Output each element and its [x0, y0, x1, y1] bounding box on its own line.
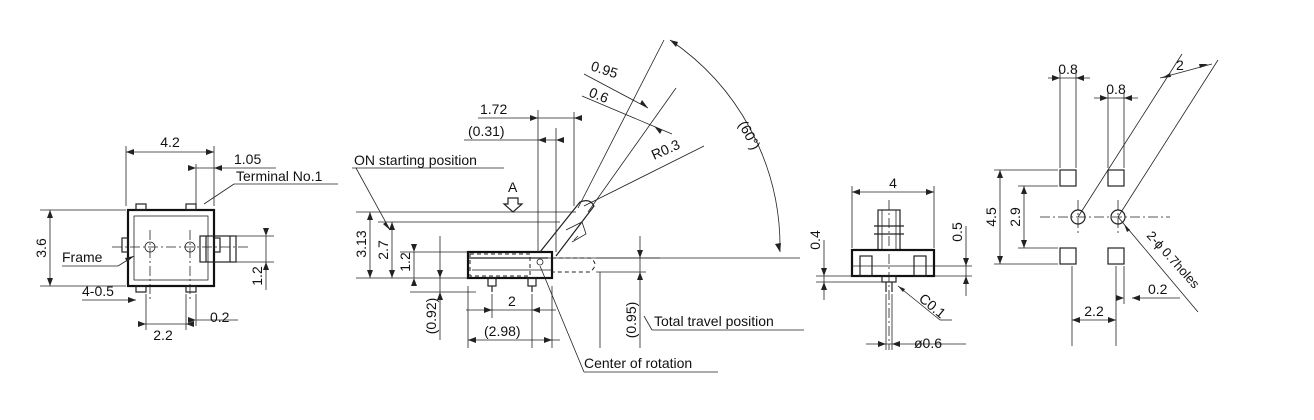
pcb-dim-22: 2.2	[1084, 303, 1104, 319]
dim-06: 0.6	[587, 84, 611, 106]
front-body	[112, 203, 250, 300]
dim-313: 3.13	[353, 230, 369, 257]
dim-095-lower: (0.95)	[623, 302, 639, 339]
radius-label: R0.3	[649, 136, 683, 163]
side-dimensions: ON starting position A 1.72 (0.31)	[352, 39, 804, 373]
slant-dim: 2	[1176, 57, 1184, 73]
on-position-label: ON starting position	[354, 152, 477, 168]
end-view: 4 0.4 0.5 C0.1 ø0.6	[807, 175, 972, 351]
dim-095: 0.95	[589, 58, 620, 82]
dim-04: 0.4	[807, 230, 823, 250]
dim-27: 2.7	[375, 240, 391, 260]
pcb-pitch-v: 2.9	[1007, 207, 1023, 227]
front-view: 4.2 1.05 Terminal No.1 3.6 Frame 4-0.5	[33, 134, 338, 343]
pad-width-2: 0.8	[1106, 81, 1126, 97]
frame-label: Frame	[62, 249, 103, 265]
pcb-dimensions: 0.8 0.8 2 4.5 2.9	[983, 53, 1219, 346]
dim-2: 2	[508, 293, 516, 309]
pcb-dim-02: 0.2	[1148, 281, 1168, 297]
end-dimensions: 4 0.4 0.5 C0.1 ø0.6	[807, 175, 972, 351]
front-dimensions: 4.2 1.05 Terminal No.1 3.6 Frame 4-0.5	[33, 134, 338, 343]
dim-12: 1.2	[397, 252, 413, 272]
terminal-count: 4-0.5	[82, 283, 114, 299]
view-a-label: A	[508, 179, 518, 195]
front-offset: 0.2	[210, 309, 230, 325]
pcb-layout: 0.8 0.8 2 4.5 2.9	[983, 53, 1219, 346]
side-body	[466, 200, 596, 292]
pcb-height: 4.5	[983, 207, 999, 227]
lever-height: 1.2	[249, 266, 265, 286]
pcb-pads	[1040, 169, 1170, 265]
front-pitch: 2.2	[153, 327, 173, 343]
chamfer-label: C0.1	[916, 290, 949, 321]
front-width: 4.2	[160, 134, 180, 150]
end-width: 4	[889, 175, 897, 191]
side-view: ON starting position A 1.72 (0.31)	[352, 39, 804, 373]
terminal-offset: 1.05	[234, 151, 261, 167]
dim-172: 1.72	[480, 101, 507, 117]
terminal-label: Terminal No.1	[236, 168, 323, 184]
end-body	[850, 200, 936, 350]
dim-031: (0.31)	[468, 123, 505, 139]
travel-label: Total travel position	[654, 313, 774, 329]
front-height: 3.6	[33, 238, 49, 258]
dim-05: 0.5	[949, 222, 965, 242]
pad-width-1: 0.8	[1058, 61, 1078, 77]
diameter-label: ø0.6	[914, 335, 942, 351]
dim-298: (2.98)	[484, 323, 521, 339]
dim-092: (0.92)	[423, 298, 439, 335]
center-rotation-label: Center of rotation	[584, 355, 692, 371]
